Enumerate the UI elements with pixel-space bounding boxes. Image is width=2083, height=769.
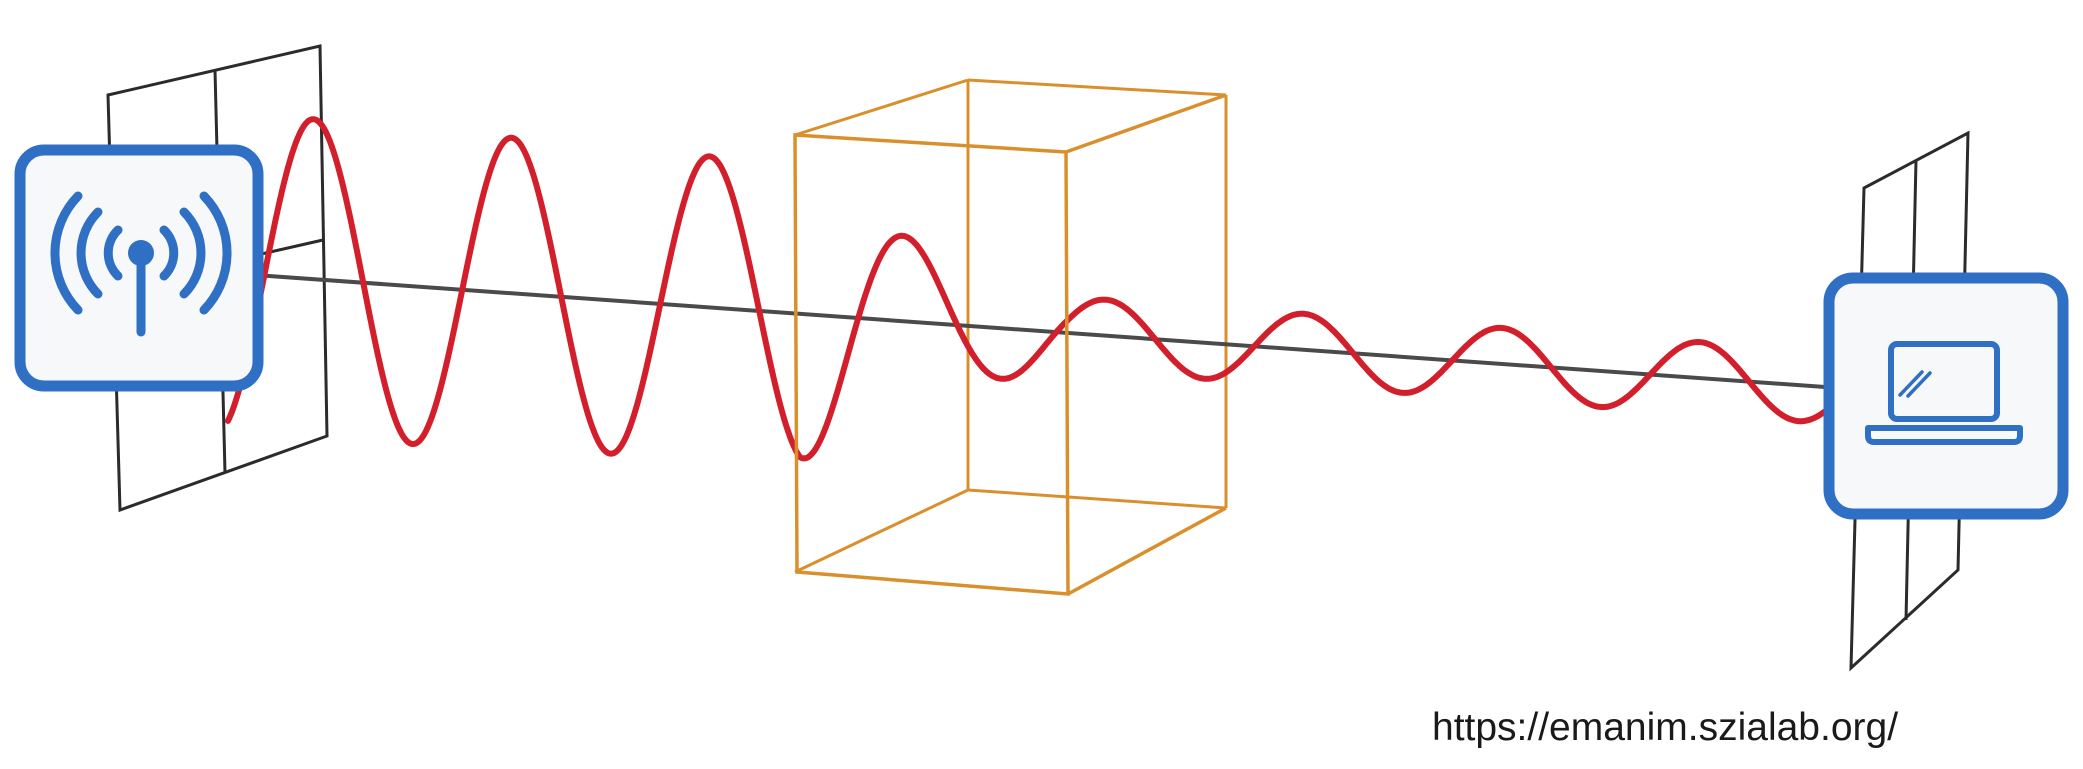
obstacle-box-back <box>794 78 1228 574</box>
laptop-icon <box>1865 341 2023 445</box>
propagation-axis <box>254 273 1826 389</box>
wireless-antenna-icon <box>50 191 232 337</box>
obstacle-box-front <box>793 93 1227 596</box>
transmitter-card <box>14 144 264 392</box>
source-url: https://emanim.szialab.org/ <box>1432 706 1899 749</box>
receiver-card <box>1823 272 2069 520</box>
attenuating-wave <box>225 116 1827 462</box>
